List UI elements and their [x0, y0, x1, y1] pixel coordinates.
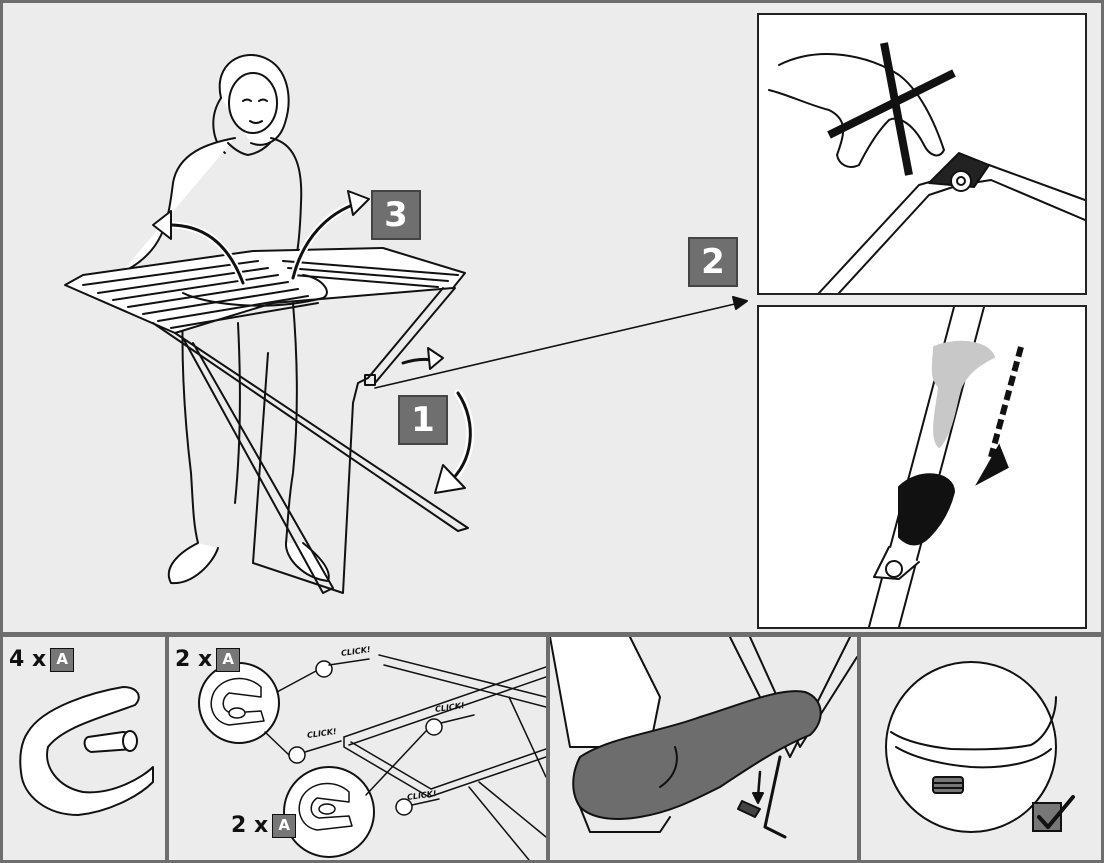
bottom-part-quantity: 2 x A [231, 813, 297, 838]
step-2-badge: 2 [688, 237, 738, 287]
step-1-badge: 1 [398, 395, 448, 445]
step-3-badge: 3 [371, 190, 421, 240]
foot-press-drawing [550, 637, 857, 839]
done-panel [861, 637, 1101, 860]
drying-rack [64, 247, 469, 594]
part-letter-badge-bottom: A [272, 813, 297, 838]
part-letter-badge-top: A [216, 647, 241, 672]
part-a-panel: 4 x A [3, 637, 165, 860]
woman-figure [120, 53, 330, 585]
cross-out-icon [827, 42, 956, 176]
dryer-unfold-drawing [64, 53, 748, 594]
clip-part-drawing [19, 686, 154, 816]
quantity-label: 4 x [9, 647, 47, 672]
top-part-quantity: 2 x A [175, 647, 241, 672]
foot-press-panel [550, 637, 857, 860]
assembly-drawing [198, 654, 546, 860]
quantity-label-top: 2 x [175, 647, 213, 672]
main-illustration-panel: 1 2 3 [3, 3, 1101, 632]
part-letter-badge: A [50, 647, 75, 672]
lock-detail-inset [757, 305, 1087, 629]
quantity-label-bottom: 2 x [231, 813, 269, 838]
checkmark-icon [1032, 795, 1075, 832]
assembly-panel: 2 x A CLICK! CLICK! CLICK! CLICK! 2 x A [169, 637, 546, 860]
done-drawing [885, 661, 1075, 833]
warning-inset [757, 13, 1087, 295]
down-arrow-icon [988, 346, 1024, 458]
part-quantity: 4 x A [9, 647, 75, 672]
